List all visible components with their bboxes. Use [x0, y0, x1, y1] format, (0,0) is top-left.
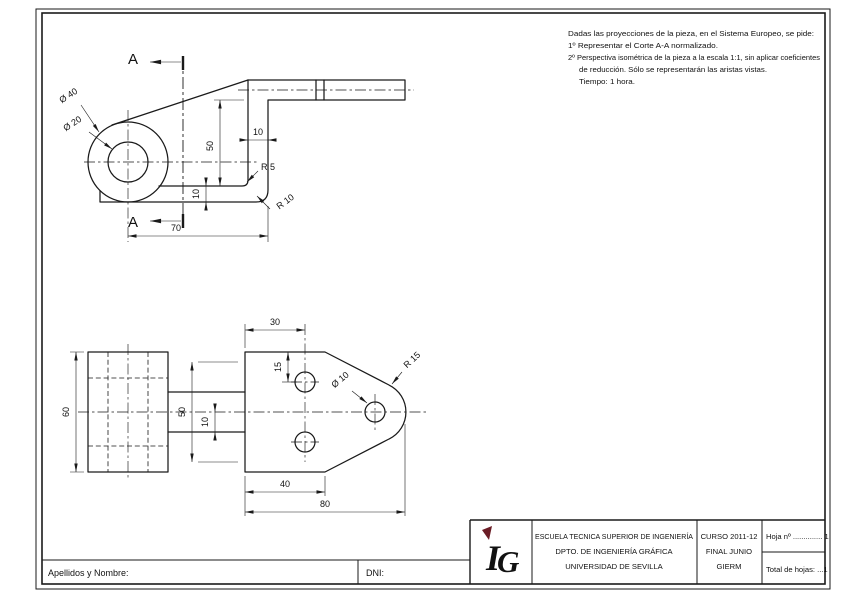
- dim-arrow: [218, 177, 222, 186]
- dim-label-inner-width: 50: [177, 407, 187, 417]
- dni-label: DNI:: [366, 568, 384, 578]
- dim-label-plate-length: 80: [320, 499, 330, 509]
- dim-label-hole-diameter: Ø 10: [329, 370, 350, 390]
- dim-arrow: [204, 177, 208, 186]
- shaft-outline: [167, 391, 246, 433]
- school-line1: ESCUELA TECNICA SUPERIOR DE INGENIERÍA: [535, 532, 694, 541]
- dim-arrow: [268, 138, 277, 142]
- leader-arrow: [104, 142, 113, 151]
- body-outline: [99, 79, 406, 203]
- school-line2: DPTO. DE INGENIERÍA GRÁFICA: [555, 547, 673, 556]
- title-block-dividers: [531, 520, 825, 584]
- ext-line: [244, 476, 326, 516]
- instruction-item2a: 2º Perspectiva isométrica de la pieza a …: [568, 53, 820, 62]
- inner-frame: [41, 12, 826, 585]
- dim-label-inner-diameter: Ø 20: [61, 114, 83, 133]
- dim-arrow: [74, 463, 78, 472]
- dim-arrow: [204, 202, 208, 211]
- section-arrowhead-top: [150, 59, 162, 65]
- dim-arrow: [296, 328, 305, 332]
- dim-arrow: [213, 403, 217, 412]
- degree-label: GIERM: [717, 562, 742, 571]
- section-label-bottom: A: [128, 214, 138, 231]
- dim-label-hole-offset-x: 30: [270, 317, 280, 327]
- dim-arrow: [213, 432, 217, 441]
- department-logo-icon: I G: [482, 526, 520, 579]
- name-label: Apellidos y Nombre:: [48, 568, 129, 578]
- leader-arrow: [92, 124, 101, 133]
- instruction-intro: Dadas las proyecciones de la pieza, en e…: [568, 29, 814, 38]
- dim-label-outer-fillet: R 10: [275, 192, 296, 211]
- dim-label-tip-radius: R 15: [402, 350, 423, 370]
- leader-arrow: [245, 174, 255, 184]
- dim-label-total-width: 60: [61, 407, 71, 417]
- instructions-block: Dadas las proyecciones de la pieza, en e…: [568, 29, 820, 86]
- logo-accent-shape: [482, 526, 492, 540]
- dim-arrow: [286, 373, 290, 382]
- section-label-top: A: [128, 51, 138, 68]
- dim-arrow: [190, 453, 194, 462]
- sheet-number-label: Hoja nº .............. 1: [766, 532, 829, 541]
- exam-label: FINAL JUNIO: [706, 547, 752, 556]
- plan-view: 30 15 60 50 10 40 80: [61, 317, 428, 516]
- dim-arrow: [245, 510, 254, 514]
- dim-label-outer-diameter: Ø 40: [57, 86, 79, 105]
- section-view: A A 50 10 10 70 R 5 R 10 Ø 40: [57, 51, 414, 242]
- dim-arrow: [245, 490, 254, 494]
- title-block-border: [469, 519, 825, 584]
- dim-label-inner-fillet: R 5: [261, 162, 275, 172]
- sheet-borders: [35, 8, 831, 590]
- plate-outline: [244, 351, 407, 473]
- logo-letter-g: G: [497, 544, 520, 579]
- cylinder-block-outline: [87, 351, 169, 473]
- dim-label-wall-height: 50: [205, 141, 215, 151]
- total-sheets-label: Total de hojas: ...1: [766, 565, 828, 574]
- school-line3: UNIVERSIDAD DE SEVILLA: [565, 562, 663, 571]
- dim-arrow: [259, 234, 268, 238]
- section-arrowhead-bottom: [150, 218, 162, 224]
- tangent-edge: [111, 79, 249, 126]
- title-block: I G ESCUELA TECNICA SUPERIOR DE INGENIER…: [469, 519, 829, 584]
- dim-arrow: [239, 138, 248, 142]
- dim-label-shaft-half: 10: [200, 417, 210, 427]
- section-arrow-lines: [150, 61, 181, 222]
- instruction-item1: 1º Representar el Corte A-A normalizado.: [568, 41, 718, 50]
- outer-border: [35, 8, 831, 590]
- dim-arrow: [218, 100, 222, 109]
- instruction-item2b: de reducción. Sólo se representarán las …: [579, 65, 767, 74]
- dim-arrow: [128, 234, 137, 238]
- dim-arrow: [245, 328, 254, 332]
- dim-label-base-length: 70: [171, 223, 181, 233]
- dim-arrow: [316, 490, 325, 494]
- dim-label-hole-offset-y: 15: [273, 362, 283, 372]
- footer-row: Apellidos y Nombre: DNI:: [42, 559, 470, 584]
- dim-arrow: [74, 352, 78, 361]
- logo-letter-i: I: [485, 538, 502, 578]
- dim-label-wall-thickness: 10: [253, 127, 263, 137]
- dim-arrow: [286, 352, 290, 361]
- footer-lines: [42, 559, 470, 584]
- ext-line: [198, 361, 238, 463]
- dim-arrow: [190, 362, 194, 371]
- course-label: CURSO 2011-12: [701, 532, 758, 541]
- ext-line: [70, 351, 84, 473]
- dim-label-corner-offset: 40: [280, 479, 290, 489]
- dim-label-plate-thickness: 10: [191, 189, 201, 199]
- inner-wall-outline: [158, 79, 249, 187]
- dim-arrow: [396, 510, 405, 514]
- instruction-time: Tiempo: 1 hora.: [579, 77, 635, 86]
- hidden-hole-lines: [107, 352, 149, 472]
